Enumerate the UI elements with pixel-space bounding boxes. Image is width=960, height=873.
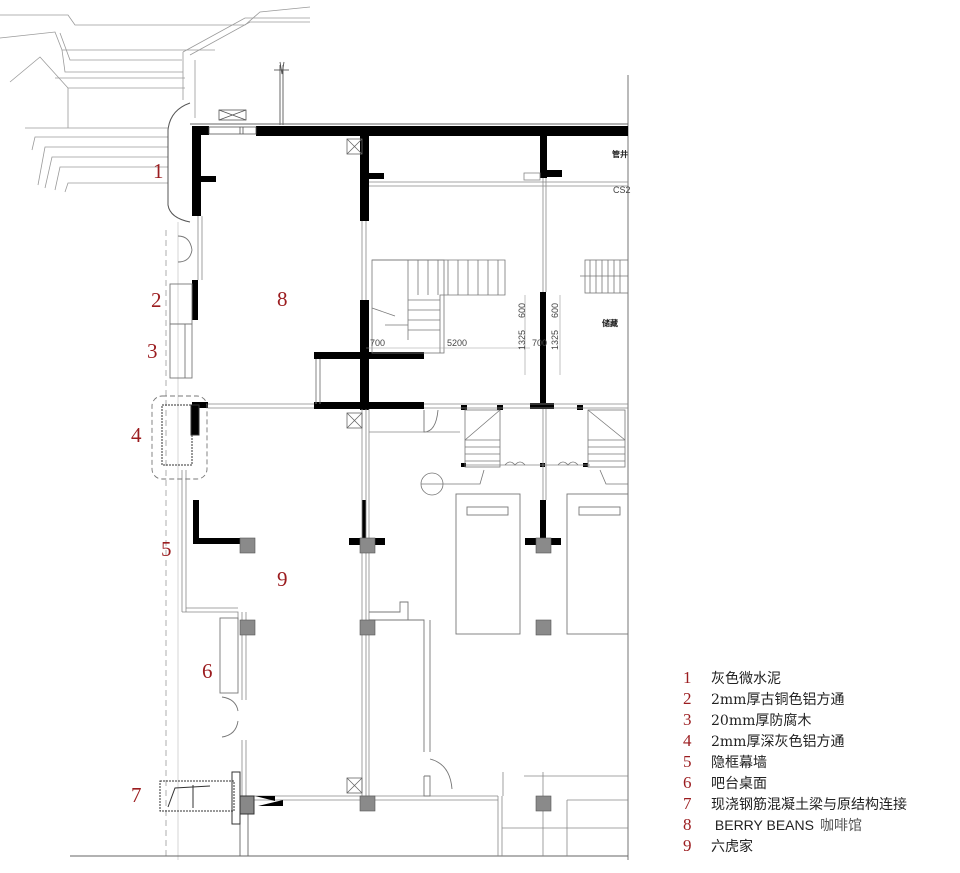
dimension-600-b: 600 [550, 303, 560, 318]
dimension-700-left: 700 [370, 338, 385, 348]
outline-lines [70, 75, 629, 860]
legend-item-2: 2 2mm厚古铜色铝方通 [683, 689, 960, 710]
legend-item-3: 3 20mm厚防腐木 [683, 710, 960, 731]
legend-text-en: BERRY BEANS [714, 817, 814, 833]
dimension-lines [366, 295, 561, 375]
storage-label: 储藏 [601, 318, 618, 328]
arrow-marker [258, 800, 283, 806]
planter-outline [167, 102, 191, 223]
material-legend: 1 灰色微水泥 2 2mm厚古铜色铝方通 3 20mm厚防腐木 4 2mm厚深灰… [683, 668, 960, 857]
area-label-5: 5 [161, 537, 172, 561]
section-marker [274, 61, 289, 125]
legend-number: 5 [683, 752, 692, 771]
columns [239, 537, 552, 812]
legend-number: 2 [683, 689, 692, 708]
legend-text: 隐框幕墙 [711, 755, 767, 771]
legend-number: 4 [683, 731, 692, 750]
legend-number: 1 [683, 668, 692, 687]
dimension-700-mid: 700 [532, 338, 547, 348]
upper-staircase [371, 259, 629, 354]
landscape-contours [0, 6, 311, 193]
area-label-4: 4 [131, 423, 142, 447]
detail-callout-4 [151, 395, 208, 480]
top-window [208, 126, 257, 135]
legend-item-1: 1 灰色微水泥 [683, 668, 960, 689]
legend-text: BERRY BEANS 咖啡馆 [711, 815, 862, 835]
shaft-markers [346, 138, 363, 794]
legend-text: 2mm厚深灰色铝方通 [711, 734, 845, 750]
area-label-2: 2 [151, 288, 162, 312]
detail-4-box [161, 404, 200, 466]
legend-item-5: 5 隐框幕墙 [683, 752, 960, 773]
legend-item-8: 8 BERRY BEANS 咖啡馆 [683, 815, 960, 836]
structural-walls [192, 126, 628, 545]
furniture-blocks [169, 235, 629, 797]
legend-number: 3 [683, 710, 692, 729]
shaft-label: 管井 [612, 149, 628, 159]
legend-number: 6 [683, 773, 692, 792]
legend-text: 六虎家 [711, 839, 753, 855]
legend-number: 8 [683, 815, 692, 834]
area-label-1: 1 [153, 159, 164, 183]
area-label-3: 3 [147, 339, 158, 363]
legend-number: 7 [683, 794, 692, 813]
dimension-5200: 5200 [447, 338, 467, 348]
legend-text: 吧台桌面 [711, 776, 767, 792]
legend-text-cn: 咖啡馆 [819, 818, 862, 834]
arrow-marker [255, 796, 275, 801]
area-label-9: 9 [277, 567, 288, 591]
legend-item-7: 7 现浇钢筋混凝土梁与原结构连接 [683, 794, 960, 815]
legend-item-4: 4 2mm厚深灰色铝方通 [683, 731, 960, 752]
window-code-label: CS2 [613, 185, 631, 195]
equipment-box [218, 109, 247, 121]
area-label-6: 6 [202, 659, 213, 683]
legend-item-6: 6 吧台桌面 [683, 773, 960, 794]
legend-number: 9 [683, 836, 692, 855]
legend-item-9: 9 六虎家 [683, 836, 960, 857]
dimension-1325-b: 1325 [550, 330, 560, 350]
legend-text: 20mm厚防腐木 [711, 713, 812, 729]
area-label-8: 8 [277, 287, 288, 311]
area-label-7: 7 [131, 783, 142, 807]
legend-text: 2mm厚古铜色铝方通 [711, 692, 845, 708]
legend-text: 灰色微水泥 [711, 671, 781, 687]
glazing-lines [181, 172, 628, 856]
dimension-600-a: 600 [517, 303, 527, 318]
lower-staircases [420, 409, 628, 496]
legend-text: 现浇钢筋混凝土梁与原结构连接 [711, 797, 907, 813]
beam-detail-7 [159, 771, 255, 825]
dimension-1325-a: 1325 [517, 330, 527, 350]
